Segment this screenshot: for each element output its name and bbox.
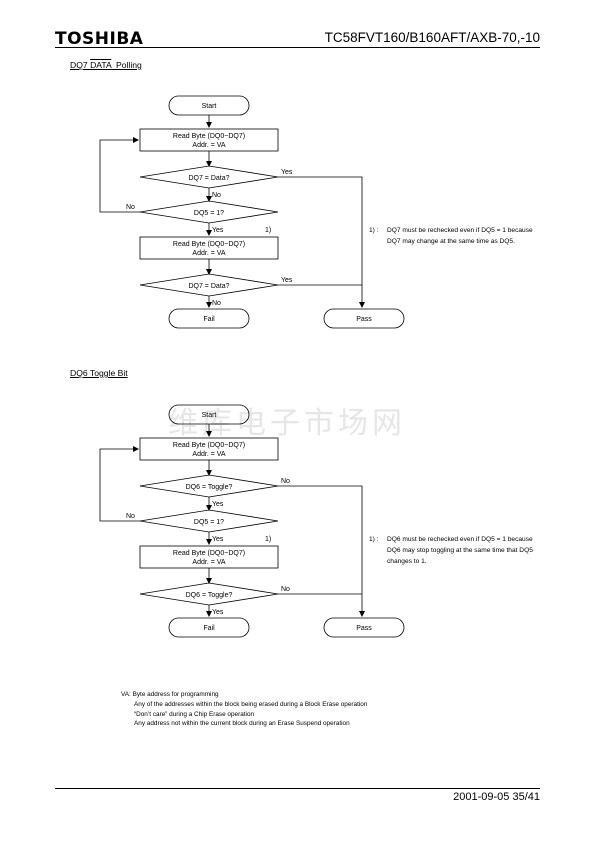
dq6-footnote-number: 1) : bbox=[369, 536, 379, 543]
dq7-dec1-no: No bbox=[212, 192, 221, 199]
va-note-line: VA: Byte address for programming bbox=[121, 691, 219, 698]
dq7-fail-label: Fail bbox=[203, 316, 215, 323]
dq6-read1-line1: Read Byte (DQ0~DQ7) bbox=[173, 442, 245, 449]
footer-rule bbox=[55, 788, 540, 789]
dq6-footnote-text: DQ6 must be rechecked even if DQ5 = 1 be… bbox=[387, 536, 533, 565]
dq7-read1-line2: Addr. = VA bbox=[192, 142, 225, 149]
dq7-footnote-text: DQ7 must be rechecked even if DQ5 = 1 be… bbox=[387, 227, 533, 245]
dq6-dec2-yes: Yes bbox=[212, 536, 224, 543]
dq7-dec3-no: No bbox=[212, 300, 221, 307]
dq7-section-title: DQ7 DATA Polling bbox=[70, 60, 142, 70]
dq7-pass-terminal bbox=[323, 308, 405, 329]
dq6-decision-dq5 bbox=[139, 509, 279, 533]
dq7-title-suffix: Polling bbox=[111, 60, 142, 70]
dq7-read2-line1: Read Byte (DQ0~DQ7) bbox=[173, 241, 245, 248]
dq6-dec1-label: DQ6 = Toggle? bbox=[186, 484, 233, 491]
dq6-no-path-1 bbox=[278, 485, 365, 617]
dq7-flowchart: Start Read Byte (DQ0~DQ7) Addr. = VA DQ7… bbox=[99, 95, 405, 329]
dq6-pass-terminal bbox=[323, 617, 405, 638]
dq7-dec1-yes: Yes bbox=[281, 169, 293, 176]
header-rule bbox=[55, 47, 540, 48]
dq6-pass-label: Pass bbox=[356, 625, 372, 632]
dq7-dec1-label: DQ7 = Data? bbox=[188, 175, 229, 182]
dq7-loop-back bbox=[99, 137, 140, 213]
dq6-fail-terminal bbox=[168, 617, 250, 638]
dq7-note-ref: 1) bbox=[265, 227, 271, 234]
dq6-dec3-yes: Yes bbox=[212, 609, 224, 616]
dq7-read1-line1: Read Byte (DQ0~DQ7) bbox=[173, 133, 245, 140]
dq7-title-prefix: DQ7 bbox=[70, 60, 91, 70]
dq6-loop-back bbox=[99, 446, 140, 522]
dq7-title-overlined: DATA bbox=[90, 60, 112, 70]
dq6-dec2-label: DQ5 = 1? bbox=[194, 519, 224, 526]
dq7-footnote-number: 1) : bbox=[369, 227, 379, 234]
dq7-read2-line2: Addr. = VA bbox=[192, 250, 225, 257]
dq7-dec3-yes: Yes bbox=[281, 277, 293, 284]
dq6-dec3-label: DQ6 = Toggle? bbox=[186, 592, 233, 599]
dq6-read2-line2: Addr. = VA bbox=[192, 559, 225, 566]
va-note-line: Any address not within the current block… bbox=[134, 720, 350, 728]
dq7-decision-dq5 bbox=[139, 200, 279, 224]
dq6-note-ref: 1) bbox=[265, 536, 271, 543]
dq6-dec3-no: No bbox=[281, 586, 290, 593]
dq7-start-label: Start bbox=[202, 103, 217, 110]
dq7-dec2-yes: Yes bbox=[212, 227, 224, 234]
dq6-section-title: DQ6 Toggle Bit bbox=[70, 368, 128, 378]
va-note-line: “Don’t care” during a Chip Erase operati… bbox=[134, 710, 255, 718]
dq7-dec2-label: DQ5 = 1? bbox=[194, 210, 224, 217]
va-note-line: Any of the addresses within the block be… bbox=[134, 700, 368, 708]
dq6-dec1-yes: Yes bbox=[212, 501, 224, 508]
dq7-yes-path-1 bbox=[278, 176, 365, 308]
dq6-dec2-no: No bbox=[126, 513, 135, 520]
va-notes: VA: Byte address for programming Any of … bbox=[121, 690, 367, 729]
part-number: TC58FVT160/B160AFT/AXB-70,-10 bbox=[324, 30, 540, 45]
dq6-dec1-no: No bbox=[281, 478, 290, 485]
dq6-start-label: Start bbox=[202, 412, 217, 419]
dq6-read2-line1: Read Byte (DQ0~DQ7) bbox=[173, 550, 245, 557]
dq7-pass-label: Pass bbox=[356, 316, 372, 323]
dq7-fail-terminal bbox=[168, 308, 250, 329]
footer-date-page: 2001-09-05 35/41 bbox=[453, 791, 540, 803]
dq7-dec2-no: No bbox=[126, 204, 135, 211]
dq6-fail-label: Fail bbox=[203, 625, 215, 632]
dq7-dec3-label: DQ7 = Data? bbox=[188, 283, 229, 290]
dq6-read1-line2: Addr. = VA bbox=[192, 451, 225, 458]
toshiba-logo: TOSHIBA bbox=[55, 29, 144, 49]
